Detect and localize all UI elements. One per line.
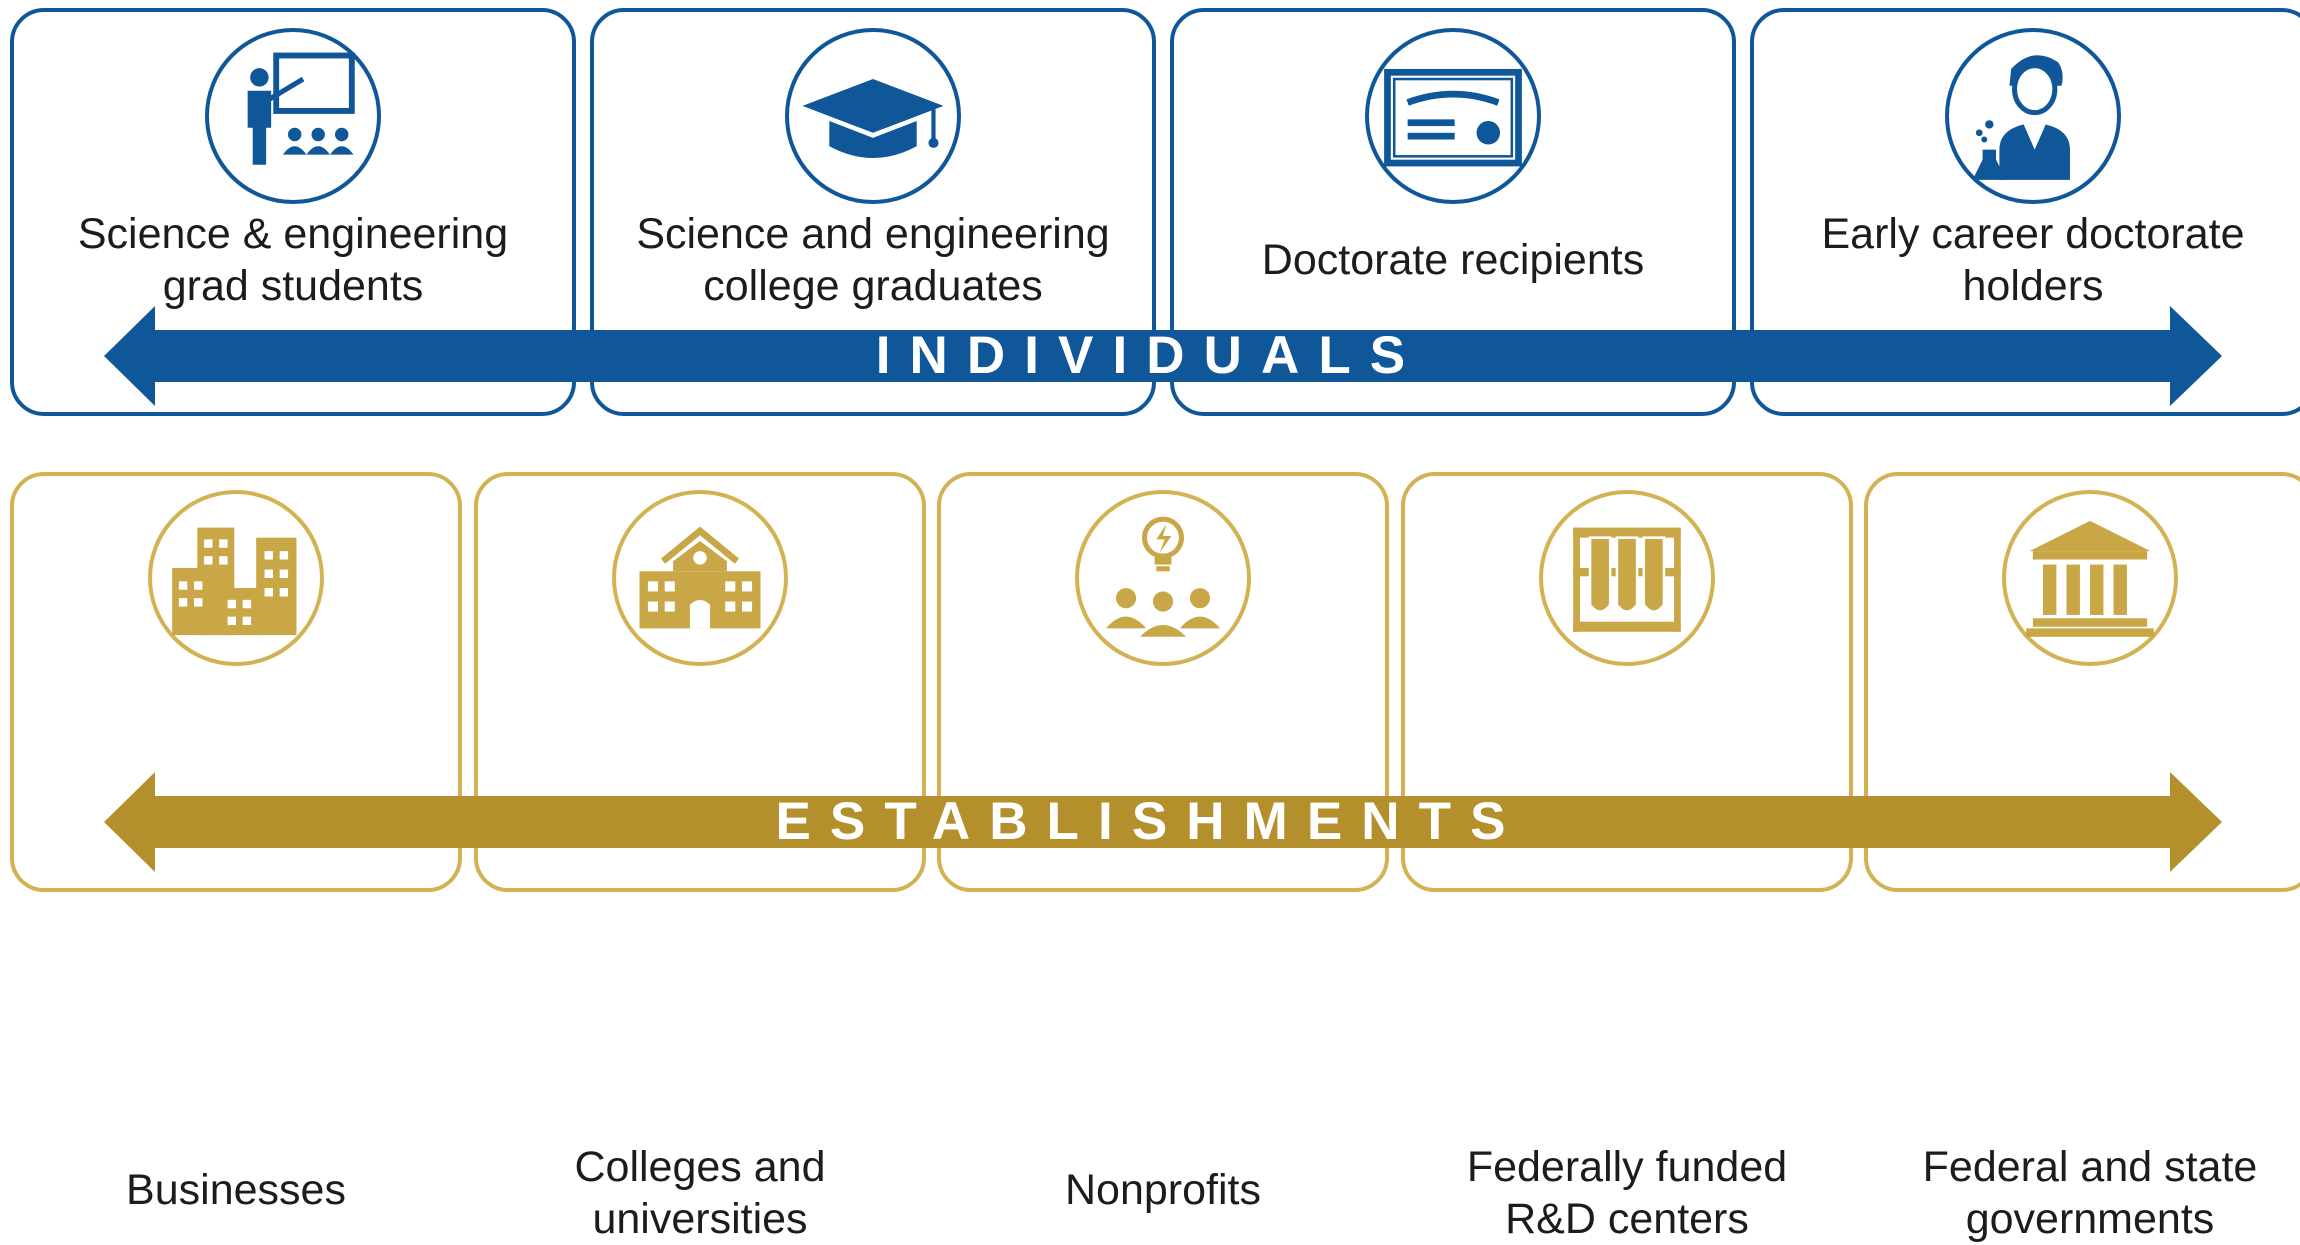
establishments-double-arrow: [104, 772, 2222, 872]
graduation-cap-icon: [785, 28, 961, 204]
card-label-line1: Businesses: [126, 1166, 346, 1214]
card-label-line1: Early career doctorate: [1821, 210, 2245, 258]
card-label-line2: college graduates: [703, 262, 1043, 310]
people-lightbulb-icon: [1075, 490, 1251, 666]
test-tubes-icon: [1539, 490, 1715, 666]
card-label-line2: R&D centers: [1505, 1195, 1749, 1243]
school-building-icon: [612, 490, 788, 666]
individuals-band-label: INDIVIDUALS: [875, 326, 1425, 385]
office-buildings-icon: [148, 490, 324, 666]
individuals-double-arrow: [104, 306, 2222, 406]
establishments-band-label: ESTABLISHMENTS: [775, 792, 1525, 851]
card-label-line1: Nonprofits: [1065, 1166, 1261, 1214]
card-label-line1: Federal and state: [1922, 1143, 2258, 1191]
government-building-icon: [2002, 490, 2178, 666]
diploma-certificate-icon: [1365, 28, 1541, 204]
scientist-icon: [1945, 28, 2121, 204]
card-label-line2: universities: [592, 1195, 808, 1243]
card-label-line1: Doctorate recipients: [1261, 236, 1645, 284]
card-label-line1: Science & engineering: [77, 210, 509, 258]
card-label-line2: holders: [1962, 262, 2104, 310]
card-label-line2: grad students: [162, 262, 424, 310]
card-label-line1: Science and engineering: [636, 210, 1110, 258]
teacher-classroom-icon: [205, 28, 381, 204]
card-label-line1: Colleges and: [574, 1143, 826, 1191]
card-label-line2: governments: [1965, 1195, 2215, 1243]
card-label-line1: Federally funded: [1466, 1143, 1788, 1191]
